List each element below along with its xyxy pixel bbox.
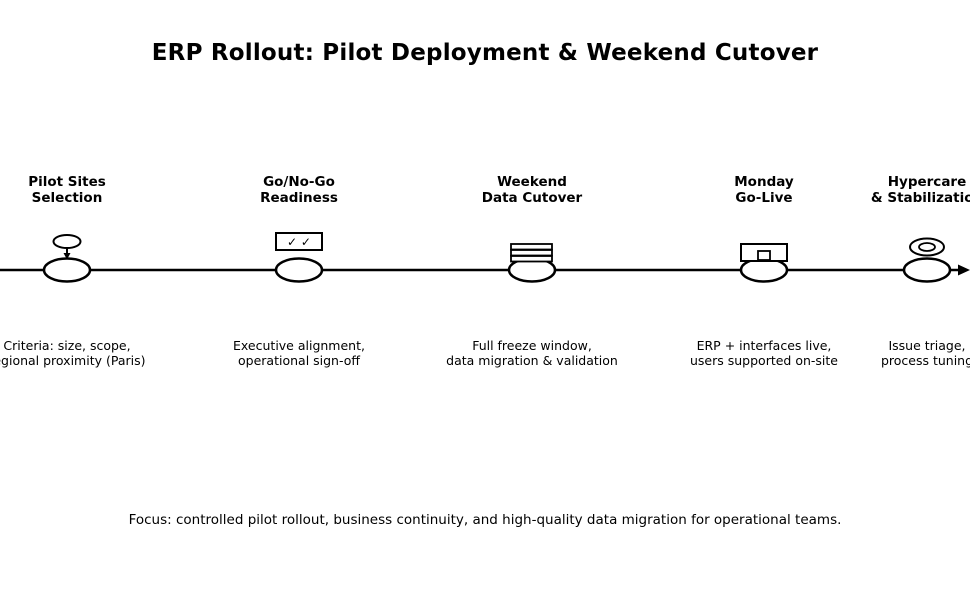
diagram-title: ERP Rollout: Pilot Deployment & Weekend …	[151, 40, 819, 66]
stage-desc-go-live: ERP + interfaces live,users supported on…	[690, 338, 838, 368]
stage-desc-hypercare: Issue triage,process tuning	[880, 338, 970, 368]
location-pin-icon	[52, 234, 82, 260]
timeline-arrowhead	[958, 264, 970, 276]
stage-label-hypercare: Hypercare& Stabilization	[870, 174, 970, 206]
support-ring-icon	[909, 237, 945, 257]
stage-desc-weekend-cutover: Full freeze window,data migration & vali…	[446, 338, 618, 368]
database-stack-icon	[510, 243, 553, 263]
milestone-marker	[902, 257, 952, 283]
checklist-icon: ✓ ✓	[275, 232, 323, 251]
footer-note: Focus: controlled pilot rollout, busines…	[128, 512, 842, 528]
checklist-marks: ✓ ✓	[287, 235, 311, 249]
stage-desc-go-no-go: Executive alignment,operational sign-off	[233, 338, 365, 368]
monitor-icon	[740, 243, 788, 262]
stage-desc-pilot-sites: Criteria: size, scope,regional proximity…	[0, 338, 146, 368]
milestone-marker	[42, 257, 92, 283]
milestone-marker	[274, 257, 324, 283]
